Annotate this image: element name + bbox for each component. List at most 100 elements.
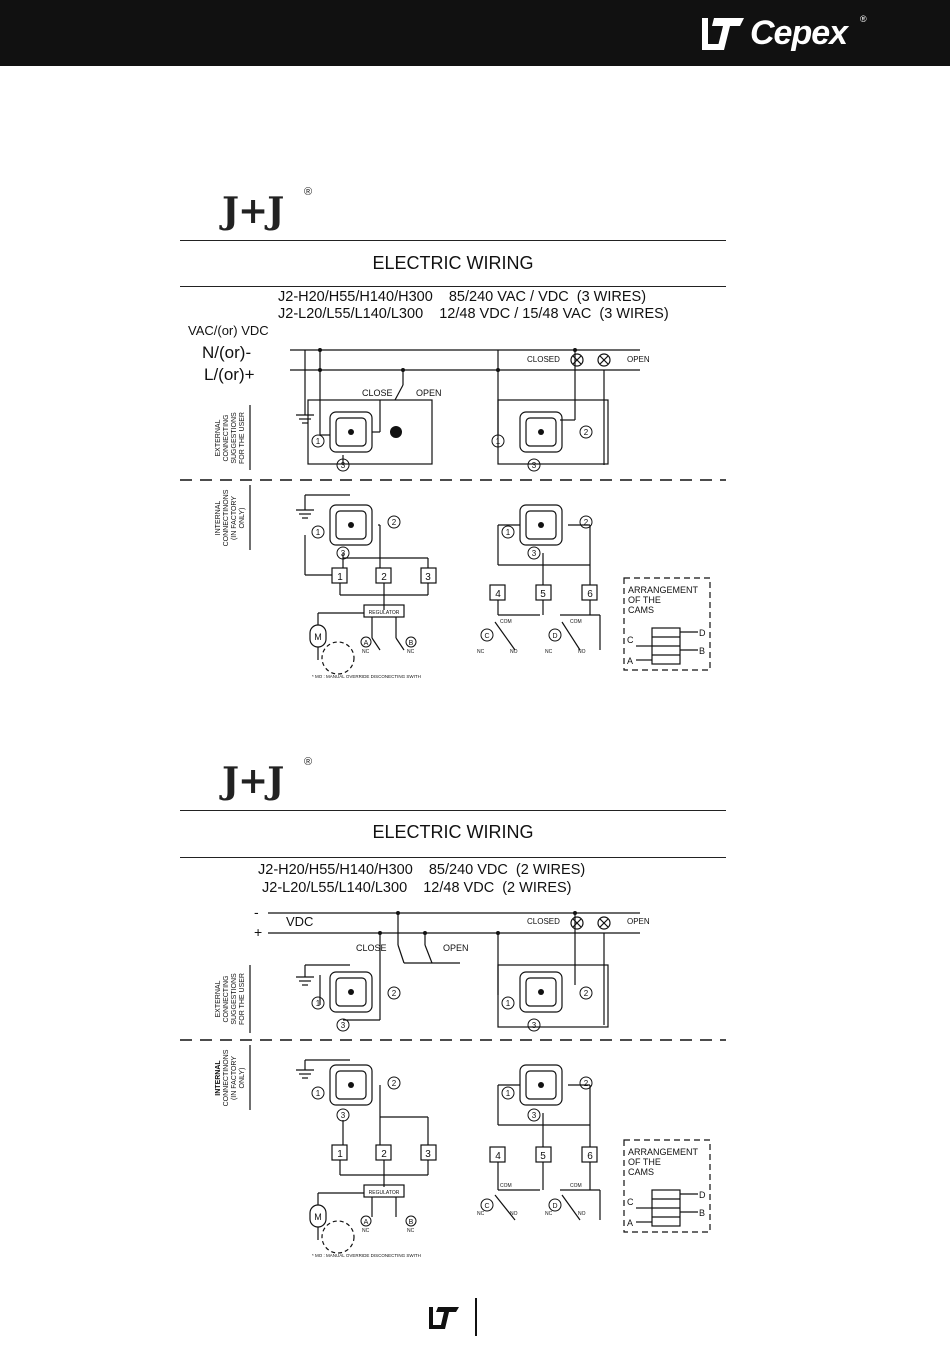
external-label-4: FOR THE USER (239, 412, 246, 464)
jj-registered-mark: ® (304, 186, 313, 198)
cam-d-label: D (552, 633, 557, 640)
block-terminal-5: 5 (540, 1151, 546, 1162)
terminal-2: 2 (584, 1079, 589, 1088)
wiring-diagram-2-wires: - + VDC CLOSE OPEN CLOSED OPEN EXTERNAL … (180, 904, 726, 1258)
closed-lamp-label: CLOSED (527, 917, 560, 926)
open-lamp-label: OPEN (627, 355, 650, 364)
external-label-3: SUGGESTIONS (231, 412, 238, 464)
block-terminal-5: 5 (540, 589, 546, 600)
arrangement-a: A (627, 1218, 633, 1228)
model-line-h: J2-H20/H55/H140/H300 85/240 VAC / VDC (3… (278, 289, 647, 305)
terminal-2: 2 (392, 518, 397, 527)
cam-c-label: C (484, 633, 489, 640)
terminal-3: 3 (532, 1111, 537, 1120)
internal-label-3: (IN FACTORY (231, 1056, 238, 1100)
terminal-3: 3 (341, 549, 346, 558)
nc-label: NC (362, 1228, 370, 1234)
terminal-2: 2 (584, 428, 589, 437)
external-label-2: CONNECTING (223, 414, 230, 461)
com-label: COM (570, 619, 582, 625)
terminal-1: 1 (316, 528, 321, 537)
cam-c-label: C (484, 1203, 489, 1210)
regulator-label: REGULATOR (369, 610, 400, 616)
terminal-1: 1 (316, 1089, 321, 1098)
arrangement-d: D (699, 628, 706, 638)
override-note: * MO : MANUAL OVERRIDE DISCONECTING SWIT… (312, 1253, 421, 1258)
terminal-1: 1 (506, 1089, 511, 1098)
cam-d-label: D (552, 1203, 557, 1210)
external-label-4: FOR THE USER (239, 973, 246, 1025)
no-label: NO (578, 1211, 586, 1217)
closed-lamp-label: CLOSED (527, 355, 560, 364)
no-label: NO (510, 649, 518, 655)
terminal-3: 3 (341, 1021, 346, 1030)
brand-name: Cepex (750, 14, 848, 52)
arrangement-d: D (699, 1190, 706, 1200)
internal-label-1: INTERNAL (215, 501, 222, 536)
terminal-1: 1 (506, 528, 511, 537)
open-label: OPEN (443, 943, 469, 953)
motor-label: M (314, 632, 322, 642)
block-terminal-4: 4 (495, 589, 501, 600)
close-label: CLOSE (356, 943, 387, 953)
arrangement-line-1: ARRANGEMENT (628, 1147, 699, 1157)
rail-bottom-label: L/(or)+ (204, 365, 255, 384)
arrangement-b: B (699, 1208, 705, 1218)
supply-label: VDC (286, 914, 313, 929)
terminal-2: 2 (392, 1079, 397, 1088)
terminal-3: 3 (341, 461, 346, 470)
terminal-1: 1 (316, 999, 321, 1008)
no-label: NO (578, 649, 586, 655)
block-terminal-2: 2 (381, 1149, 387, 1160)
section-title: ELECTRIC WIRING (372, 822, 534, 842)
external-label-1: EXTERNAL (215, 419, 222, 456)
jj-logo: J+J (222, 190, 284, 232)
arrangement-line-3: CAMS (628, 605, 654, 615)
section-title: ELECTRIC WIRING (372, 253, 534, 273)
arrangement-a: A (627, 656, 633, 666)
terminal-3: 3 (532, 1021, 537, 1030)
wiring-diagram-3-wires: VAC/(or) VDC N/(or)- L/(or)+ CLOSE OPEN … (180, 323, 726, 679)
terminal-1: 1 (316, 437, 321, 446)
model-line-l: J2-L20/L55/L140/L300 12/48 VDC (2 WIRES) (262, 880, 572, 896)
block-terminal-1: 1 (337, 1149, 343, 1160)
cam-b-label: B (409, 640, 414, 647)
divider (180, 857, 726, 858)
rail-bottom-label: + (254, 924, 262, 940)
divider (180, 240, 726, 241)
brand-registered-mark: ® (860, 14, 867, 24)
override-note: * MO : MANUAL OVERRIDE DISCONECTING SWIT… (312, 674, 421, 679)
jj-logo: J+J (222, 760, 284, 802)
terminal-2: 2 (392, 989, 397, 998)
nc-label: NC (477, 649, 485, 655)
external-label-1: EXTERNAL (215, 980, 222, 1017)
arrangement-line-1: ARRANGEMENT (628, 585, 699, 595)
internal-label-4: ONLY) (239, 508, 246, 529)
model-line-h: J2-H20/H55/H140/H300 85/240 VDC (2 WIRES… (258, 862, 586, 878)
terminal-3: 3 (341, 1111, 346, 1120)
arrangement-line-3: CAMS (628, 1167, 654, 1177)
divider (180, 286, 726, 287)
block-terminal-3: 3 (425, 572, 431, 583)
block-terminal-2: 2 (381, 572, 387, 583)
cepex-logo-icon (702, 18, 744, 50)
open-label: OPEN (416, 388, 442, 398)
arrangement-b: B (699, 646, 705, 656)
motor-label: M (314, 1212, 322, 1222)
com-label: COM (500, 619, 512, 625)
cam-b-label: B (409, 1219, 414, 1226)
divider (180, 810, 726, 811)
internal-label-4: ONLY) (239, 1068, 246, 1089)
footer-divider (475, 1298, 477, 1336)
footer-logo-icon (429, 1307, 459, 1329)
com-label: COM (570, 1183, 582, 1189)
block-terminal-6: 6 (587, 1151, 593, 1162)
block-terminal-1: 1 (337, 572, 343, 583)
cam-a-label: A (364, 640, 369, 647)
regulator-label: REGULATOR (369, 1190, 400, 1196)
cam-a-label: A (364, 1219, 369, 1226)
close-label: CLOSE (362, 388, 393, 398)
rail-top-label: N/(or)- (202, 343, 251, 362)
nc-label: NC (407, 1228, 415, 1234)
terminal-3: 3 (532, 549, 537, 558)
